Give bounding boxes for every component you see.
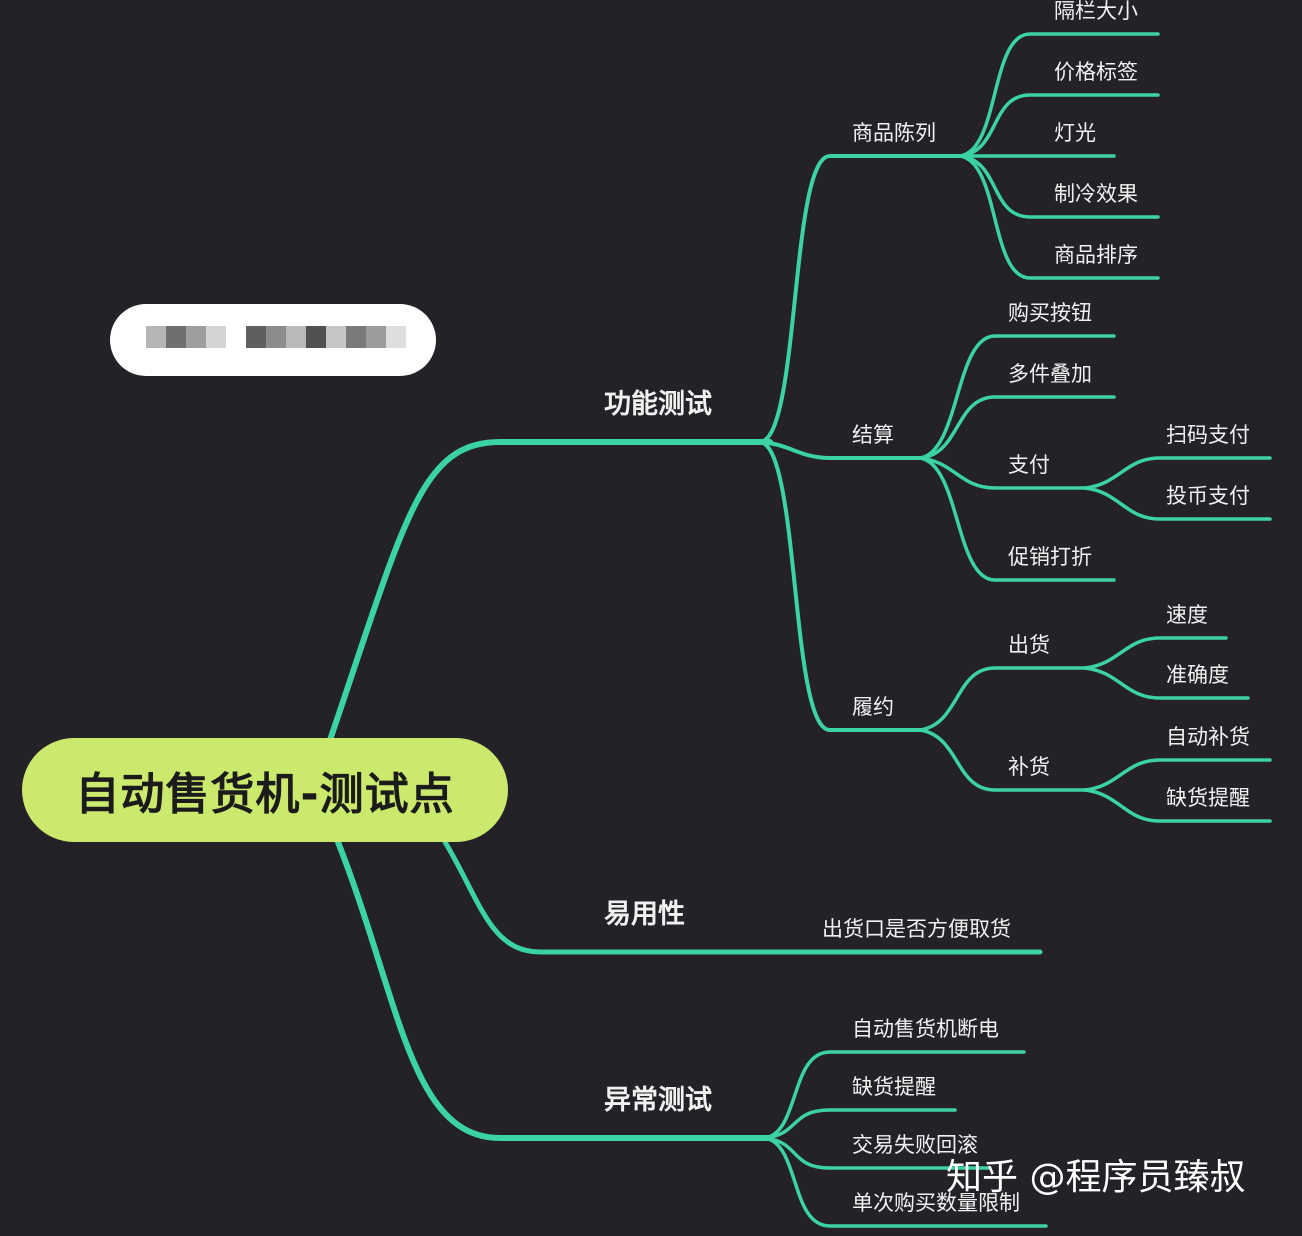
edge-pay-2 xyxy=(1083,486,1272,521)
node-restock[interactable]: 补货 xyxy=(1008,755,1050,779)
leaf-restock-1[interactable]: 自动补货 xyxy=(1166,725,1250,749)
leaf-exception-1[interactable]: 自动售货机断电 xyxy=(852,1017,999,1041)
edge-functional-fulfill xyxy=(758,440,927,732)
edge-display-4 xyxy=(958,154,1160,219)
root-label: 自动售货机-测试点 xyxy=(75,769,455,820)
redacted-pixel xyxy=(246,326,266,348)
edge-root-exception xyxy=(335,839,773,1141)
redacted-pixel xyxy=(186,326,206,348)
redacted-pixel xyxy=(286,326,306,348)
edge-functional-checkout xyxy=(758,440,927,460)
node-functional[interactable]: 功能测试 xyxy=(604,389,712,420)
node-multi-stack[interactable]: 多件叠加 xyxy=(1008,362,1092,386)
edge-exception-3 xyxy=(763,1136,992,1170)
node-exception[interactable]: 异常测试 xyxy=(604,1085,712,1116)
leaf-restock-2[interactable]: 缺货提醒 xyxy=(1166,786,1250,810)
edge-checkout-multi xyxy=(918,395,1116,460)
edge-restock-1 xyxy=(1083,758,1272,792)
leaf-exception-4[interactable]: 单次购买数量限制 xyxy=(852,1191,1020,1215)
leaf-ship-1[interactable]: 速度 xyxy=(1166,603,1208,627)
node-usability[interactable]: 易用性 xyxy=(604,899,685,930)
redacted-pixel xyxy=(146,326,166,348)
redacted-pixel xyxy=(266,326,286,348)
leaf-usability-1[interactable]: 出货口是否方便取货 xyxy=(822,917,1011,941)
leaf-display-4[interactable]: 制冷效果 xyxy=(1054,182,1138,206)
leaf-display-3[interactable]: 灯光 xyxy=(1054,121,1096,145)
leaf-pay-1[interactable]: 扫码支付 xyxy=(1166,423,1250,447)
edge-root-usability xyxy=(442,839,1043,955)
node-payment[interactable]: 支付 xyxy=(1008,453,1050,477)
edge-exception-1 xyxy=(763,1050,1026,1140)
root-node[interactable]: 自动售货机-测试点 xyxy=(22,738,508,842)
edge-fulfill-restock xyxy=(918,728,1092,792)
edge-checkout-promo xyxy=(918,456,1116,582)
node-shipping[interactable]: 出货 xyxy=(1008,633,1050,657)
redacted-pixel xyxy=(206,326,226,348)
leaf-ship-2[interactable]: 准确度 xyxy=(1166,663,1229,687)
edge-pay-1 xyxy=(1083,456,1272,490)
leaf-display-2[interactable]: 价格标签 xyxy=(1054,60,1138,84)
node-display[interactable]: 商品陈列 xyxy=(852,121,936,145)
edge-exception-4 xyxy=(763,1136,1048,1228)
edge-checkout-pay xyxy=(918,456,1092,490)
edge-display-2 xyxy=(958,93,1160,158)
watermark: 知乎 @程序员臻叔 xyxy=(946,1157,1246,1198)
edge-restock-2 xyxy=(1083,788,1272,823)
edge-exception-2 xyxy=(763,1108,957,1140)
leaf-display-1[interactable]: 隔栏大小 xyxy=(1054,0,1138,23)
redacted-pixel xyxy=(366,326,386,348)
leaf-display-5[interactable]: 商品排序 xyxy=(1054,243,1138,267)
edge-ship-2 xyxy=(1083,666,1250,700)
redacted-pixel xyxy=(166,326,186,348)
edge-checkout-buy xyxy=(918,334,1116,460)
node-promotion[interactable]: 促销打折 xyxy=(1008,545,1092,569)
redacted-pixel xyxy=(346,326,366,348)
leaf-exception-3[interactable]: 交易失败回滚 xyxy=(852,1133,978,1157)
redacted-pixel xyxy=(306,326,326,348)
edge-root-functional xyxy=(327,439,773,743)
node-fulfill[interactable]: 履约 xyxy=(852,695,894,719)
redacted-pixel xyxy=(386,326,406,348)
edge-ship-1 xyxy=(1083,636,1228,670)
edge-fulfill-ship xyxy=(918,666,1092,732)
node-checkout[interactable]: 结算 xyxy=(852,423,894,447)
node-buy-button[interactable]: 购买按钮 xyxy=(1008,301,1092,325)
edge-display-1 xyxy=(958,32,1160,158)
redacted-pixel xyxy=(326,326,346,348)
leaf-exception-2[interactable]: 缺货提醒 xyxy=(852,1075,936,1099)
leaf-pay-2[interactable]: 投币支付 xyxy=(1166,484,1250,508)
edge-display-5 xyxy=(958,154,1160,280)
edge-functional-display xyxy=(758,154,967,444)
